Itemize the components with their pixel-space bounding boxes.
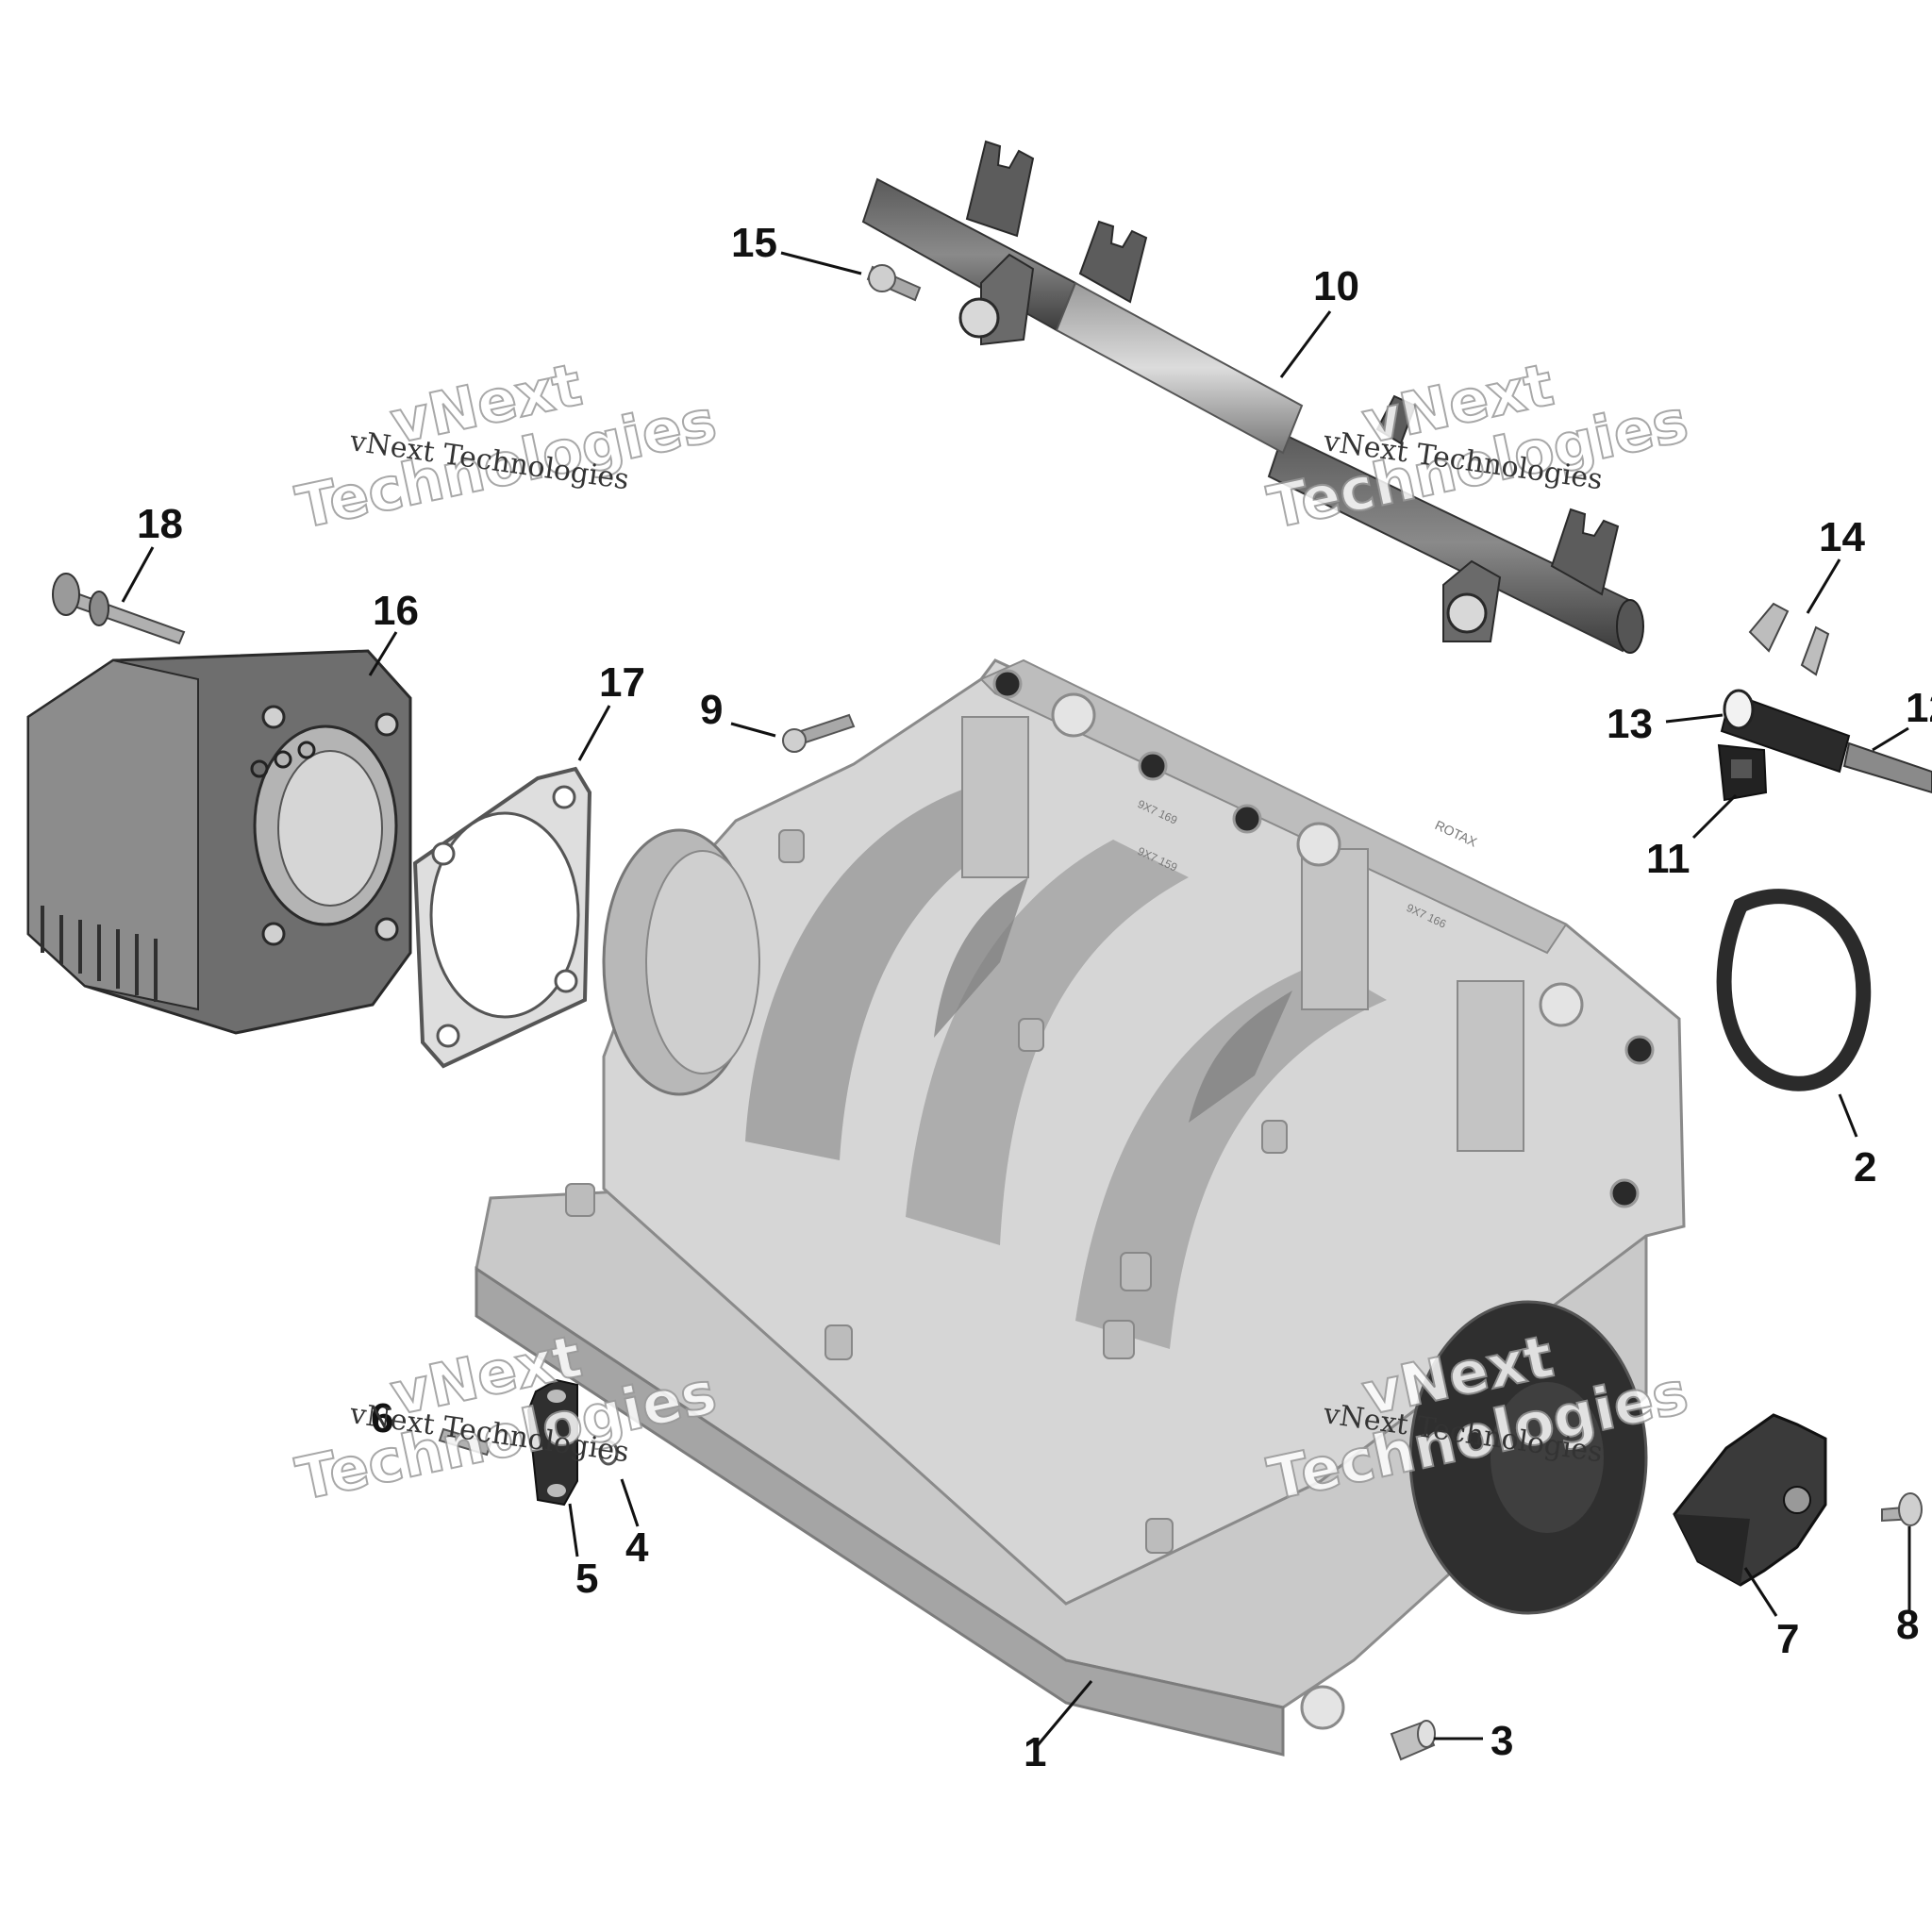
callout-16: 16 xyxy=(373,588,419,634)
casting-brand: ROTAX xyxy=(1433,817,1480,850)
fuel-rail xyxy=(861,140,1644,654)
screw-8 xyxy=(1881,1492,1923,1526)
bushing-3 xyxy=(1390,1720,1436,1761)
callout-3: 3 xyxy=(1491,1718,1513,1764)
callout-2: 2 xyxy=(1854,1144,1876,1191)
screw-6 xyxy=(438,1427,492,1457)
throttle-body xyxy=(26,649,412,1035)
callout-10: 10 xyxy=(1313,263,1359,309)
callout-11: 11 xyxy=(1646,836,1690,882)
washer-4 xyxy=(598,1440,619,1466)
leader-lines xyxy=(121,251,1911,1746)
callout-15: 15 xyxy=(731,220,777,266)
callout-4: 4 xyxy=(625,1524,649,1571)
gasket-17 xyxy=(412,766,592,1069)
callout-14: 14 xyxy=(1819,514,1865,560)
callout-9: 9 xyxy=(700,687,723,733)
clips-14 xyxy=(1748,602,1830,676)
callout-17: 17 xyxy=(599,659,645,706)
seal-2 xyxy=(1716,889,1872,1091)
callout-6: 6 xyxy=(371,1395,393,1441)
bolt-15 xyxy=(866,264,922,302)
callout-13: 13 xyxy=(1607,701,1653,747)
callout-18: 18 xyxy=(137,501,183,547)
callout-7: 7 xyxy=(1776,1616,1799,1662)
watermark-top-left: vNext Technologies vNext Technologies xyxy=(290,349,723,543)
sensor-18 xyxy=(52,573,186,645)
callout-labels: 1 2 3 4 5 6 7 8 9 10 11 12 13 14 15 16 1… xyxy=(137,220,1932,1775)
watermark-top-right: vNext Technologies vNext Technologies xyxy=(1261,349,1694,543)
bracket-5 xyxy=(526,1378,578,1507)
callout-5: 5 xyxy=(575,1556,598,1602)
callout-1: 1 xyxy=(1024,1729,1046,1775)
bolt-9 xyxy=(782,713,856,753)
fuel-injector xyxy=(1717,689,1932,802)
callout-8: 8 xyxy=(1896,1602,1919,1648)
intake-manifold: ROTAX 9X7 169 9X7 159 9X7 166 xyxy=(475,658,1686,1757)
callout-12: 12 xyxy=(1906,685,1932,731)
sensor-7 xyxy=(1673,1413,1827,1587)
